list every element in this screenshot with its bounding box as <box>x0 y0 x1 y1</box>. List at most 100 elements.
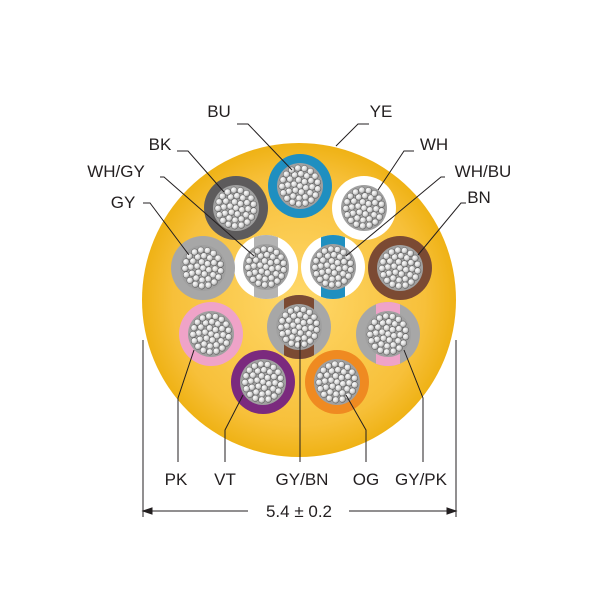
wire-GY-strand <box>200 252 208 260</box>
wire-BK-strand <box>224 188 232 196</box>
wire-GY-strand <box>198 276 206 284</box>
wire-BU-strand <box>292 186 299 194</box>
wire-BU-strand <box>314 178 322 186</box>
wire-WH-strand <box>376 213 383 221</box>
wire-GY-strand <box>217 260 225 268</box>
wire-VT-strand <box>277 374 285 382</box>
wire-GYBN-strand <box>300 306 307 314</box>
label-VT: VT <box>214 470 236 489</box>
wire-BN-strand <box>401 247 408 255</box>
wire-PK-strand <box>212 341 220 349</box>
wire-BK-strand <box>248 213 255 221</box>
wire-VT-strand <box>258 390 266 398</box>
wire-GYPK-strand <box>389 326 396 334</box>
wire-OG-strand <box>338 389 346 397</box>
wire-GYBN-strand <box>278 317 286 325</box>
wire-WHBU-strand <box>336 253 344 261</box>
wire-WHGY-strand <box>260 245 268 253</box>
wire-WHBU-strand <box>327 245 335 253</box>
wire-GYPK-strand <box>372 329 380 337</box>
wire-BU-strand <box>297 170 305 178</box>
wire-PK-strand <box>190 337 198 345</box>
wire-BU-strand <box>307 167 314 175</box>
wire-BU-strand <box>311 172 319 180</box>
wire-WHGY-strand <box>280 266 288 274</box>
wire-OG-strand <box>325 394 333 402</box>
wire-PK-strand <box>212 326 220 334</box>
wire-GY-strand <box>186 276 194 284</box>
wire-OG-strand <box>321 377 329 385</box>
wire-WHBU-strand <box>340 248 347 256</box>
wire-PK-strand <box>218 315 225 323</box>
wire-BU-strand <box>312 191 319 199</box>
wire-OG-strand <box>325 362 333 370</box>
leader-BN <box>417 202 466 256</box>
wire-BK-strand <box>250 200 258 208</box>
wire-PK-strand <box>197 323 205 331</box>
wire-BU-strand <box>314 185 322 193</box>
wire-WHBU-strand <box>328 281 336 289</box>
wire-WH-strand <box>352 188 360 196</box>
wire-WHBU-strand <box>319 256 327 264</box>
wire-GY-strand <box>217 267 225 275</box>
wire-BK-strand <box>239 194 247 202</box>
wire-BN-strand <box>414 267 422 275</box>
wire-WHBU-strand <box>334 246 341 254</box>
wire-GY-strand <box>204 260 212 268</box>
wire-BN-strand <box>388 280 396 288</box>
wire-WHGY-strand <box>244 263 252 271</box>
wire-WH-strand <box>365 187 372 195</box>
wire-GYPK-strand <box>389 341 397 349</box>
wire-PK-strand <box>190 324 198 332</box>
wire-GY-strand <box>204 275 212 283</box>
wire-OG-strand <box>323 371 331 379</box>
wire-WHGY-strand <box>252 256 260 264</box>
wire-BN-strand <box>392 268 399 276</box>
wire-OG-strand <box>338 395 346 403</box>
wire-BK-strand <box>218 192 226 200</box>
wire-GYBN-strand <box>285 316 293 324</box>
wire-BN-strand <box>403 254 411 262</box>
wire-WHGY-strand <box>249 275 257 283</box>
wire-WHGY-strand <box>267 274 275 282</box>
label-BK: BK <box>149 135 172 154</box>
wire-VT-strand <box>277 381 285 389</box>
label-BU: BU <box>207 102 231 121</box>
wire-WHGY-strand <box>245 257 253 265</box>
wire-GY-strand <box>206 254 214 262</box>
wire-WHGY-strand <box>261 281 269 289</box>
leader-WHBU <box>345 176 445 257</box>
wire-GY-strand <box>182 271 190 279</box>
wire-GYPK-strand <box>385 318 393 326</box>
wire-GY-strand <box>214 254 222 262</box>
wire-VT-strand <box>241 378 249 386</box>
leader-GYPK <box>403 349 424 462</box>
wire-BU-strand <box>282 170 290 178</box>
wire-BN-strand <box>412 273 419 281</box>
wire-VT-strand <box>264 361 271 369</box>
label-WHGY: WH/GY <box>87 162 145 181</box>
wire-GYPK-strand <box>383 348 391 356</box>
wire-WHGY-strand <box>250 262 258 270</box>
wire-PK-strand <box>222 320 230 328</box>
wire-WHGY-strand <box>267 259 274 267</box>
wire-BK-strand <box>215 198 223 206</box>
label-PK: PK <box>165 470 188 489</box>
wire-VT-strand <box>270 363 277 371</box>
wire-VT-strand <box>264 374 271 382</box>
wire-OG-strand <box>315 378 323 386</box>
wire-WHGY-strand <box>245 270 253 278</box>
wire-BN-strand <box>401 275 409 283</box>
wire-BK-strand <box>247 194 255 202</box>
wire-WHBU-strand <box>321 279 329 287</box>
wire-WH-strand <box>378 200 386 208</box>
wire-GYPK-strand <box>367 337 375 345</box>
wire-BN-strand <box>397 252 405 260</box>
wire-WH-strand <box>348 203 356 211</box>
wire-WHBU-strand <box>325 267 332 275</box>
wire-VT-strand <box>251 362 259 370</box>
wire-GYBN-strand <box>294 341 302 349</box>
wire-BU-strand <box>294 164 302 172</box>
leader-lines <box>143 123 466 462</box>
wire-PK-strand <box>223 339 230 347</box>
